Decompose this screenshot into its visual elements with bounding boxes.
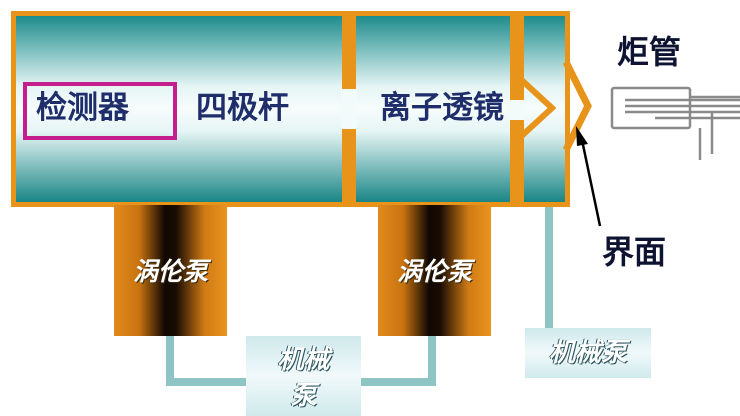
wall-aperture <box>341 89 357 129</box>
turbo-pump-2 <box>378 205 491 336</box>
ion-lens-label: 离子透镜 <box>380 90 504 126</box>
turbo-pump-2-label: 涡伦泵 <box>396 257 472 286</box>
quadrupole-label: 四极杆 <box>196 90 289 126</box>
mechanical-pump-main-label-line2: 泵 <box>290 381 317 411</box>
sampler-cone <box>562 60 592 152</box>
chamber-quadrupole <box>16 16 342 202</box>
turbo-pump-1 <box>114 205 227 336</box>
mechanical-pump-interface-box <box>525 328 651 378</box>
interface-pointer-line <box>580 139 602 227</box>
turbo-pump-1-label: 涡伦泵 <box>132 257 208 286</box>
vacuum-piping <box>166 206 553 386</box>
detector-label: 检测器 <box>36 90 129 126</box>
torch-label: 炬管 <box>617 33 682 71</box>
interface-label: 界面 <box>602 233 667 271</box>
mechanical-pump-main-box <box>246 336 361 416</box>
mechanical-pump-main-label-line1: 机械 <box>277 345 330 375</box>
interface-pointer-arrowhead <box>576 126 588 146</box>
chamber-interface <box>524 16 565 202</box>
skimmer-cone <box>512 71 557 145</box>
torch-icon <box>610 86 740 160</box>
detector-box <box>23 82 177 140</box>
chamber-ion-lens <box>356 16 510 202</box>
mechanical-pump-interface-label: 机械泵 <box>548 338 627 368</box>
wall-aperture <box>509 100 525 120</box>
